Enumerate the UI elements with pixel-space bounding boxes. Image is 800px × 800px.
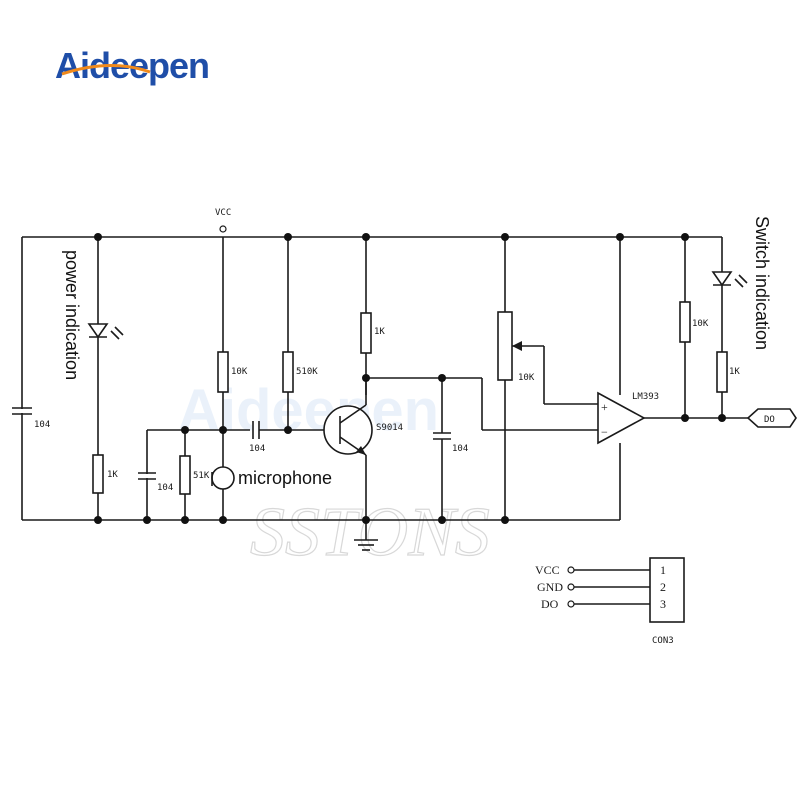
resistor-10k-mic	[217, 351, 229, 393]
connector-body	[649, 557, 685, 623]
transistor-s9014: 1K S9014	[323, 237, 403, 540]
connector-label: CON3	[652, 636, 674, 646]
pin-1-name: VCC	[535, 563, 560, 577]
do-output-tag: DO	[746, 408, 797, 428]
transistor-label: S9014	[376, 423, 403, 433]
microphone-icon	[211, 466, 235, 490]
transistor-icon	[323, 405, 373, 455]
potentiometer-icon	[497, 311, 513, 381]
pin-3-name: DO	[541, 597, 559, 611]
opamp-plus: +	[601, 400, 608, 414]
microphone-label: microphone	[238, 468, 332, 488]
power-led-branch: 1K power indication	[62, 237, 124, 520]
do-output-label: DO	[764, 415, 775, 425]
pin-2-number: 2	[660, 580, 666, 594]
comparator-lm393: + − LM393	[597, 237, 748, 520]
connector-con3: VCC GND DO 1 2 3 CON3	[535, 557, 685, 646]
output-network: 10K 1K Switch indication	[679, 216, 772, 418]
resistor-collector	[360, 312, 372, 354]
potentiometer: 10K	[497, 237, 598, 520]
coupling-cap: 104	[249, 421, 288, 454]
power-led-icon	[87, 323, 109, 339]
resistor-510k	[282, 351, 294, 393]
pin-2-name: GND	[537, 580, 563, 594]
r-led1-label: 1K	[107, 470, 118, 480]
opamp-minus: −	[601, 425, 608, 439]
do-tag-shape	[746, 408, 797, 428]
pot-label: 10K	[518, 373, 535, 383]
vcc-label: VCC	[215, 208, 231, 218]
comparator-label: LM393	[632, 392, 659, 402]
r-10k-mic-label: 10K	[231, 367, 248, 377]
r-collector-label: 1K	[374, 327, 385, 337]
resistor-led2	[716, 351, 728, 393]
watermark-script: SSTONS	[250, 494, 490, 571]
bias-resistor: 510K	[282, 237, 330, 431]
switch-indication-label: Switch indication	[752, 216, 772, 350]
brand-logo: Aideepen	[55, 45, 210, 86]
switch-led-icon	[711, 271, 733, 287]
pin-1-number: 1	[660, 563, 666, 577]
r-pullup-label: 10K	[692, 319, 709, 329]
power-indication-label: power indication	[62, 250, 82, 380]
cap-collector-label: 104	[452, 444, 468, 454]
r-51k-label: 51K	[193, 471, 210, 481]
vcc-terminal: VCC	[215, 208, 231, 233]
r-led2-label: 1K	[729, 367, 740, 377]
resistor-pullup	[679, 301, 691, 343]
collector-node: 104	[366, 377, 598, 520]
watermark-text: Aideepen	[178, 378, 439, 443]
comparator-icon	[597, 391, 646, 445]
pin-3-number: 3	[660, 597, 666, 611]
mic-network: 104 51K 10K microphone	[138, 237, 332, 520]
cap-left: 104	[12, 407, 50, 430]
r-510k-label: 510K	[296, 367, 318, 377]
junctions	[94, 233, 726, 524]
rails	[21, 236, 722, 521]
brand-logo-text: Aideepen	[55, 45, 209, 86]
cap-couple-label: 104	[249, 444, 265, 454]
ground-icon	[354, 539, 378, 551]
resistor-51k	[179, 455, 191, 495]
brand-swoosh	[61, 64, 151, 76]
cap-mic-label: 104	[157, 483, 173, 493]
cap-left-label: 104	[34, 420, 50, 430]
resistor-led1	[92, 454, 104, 494]
